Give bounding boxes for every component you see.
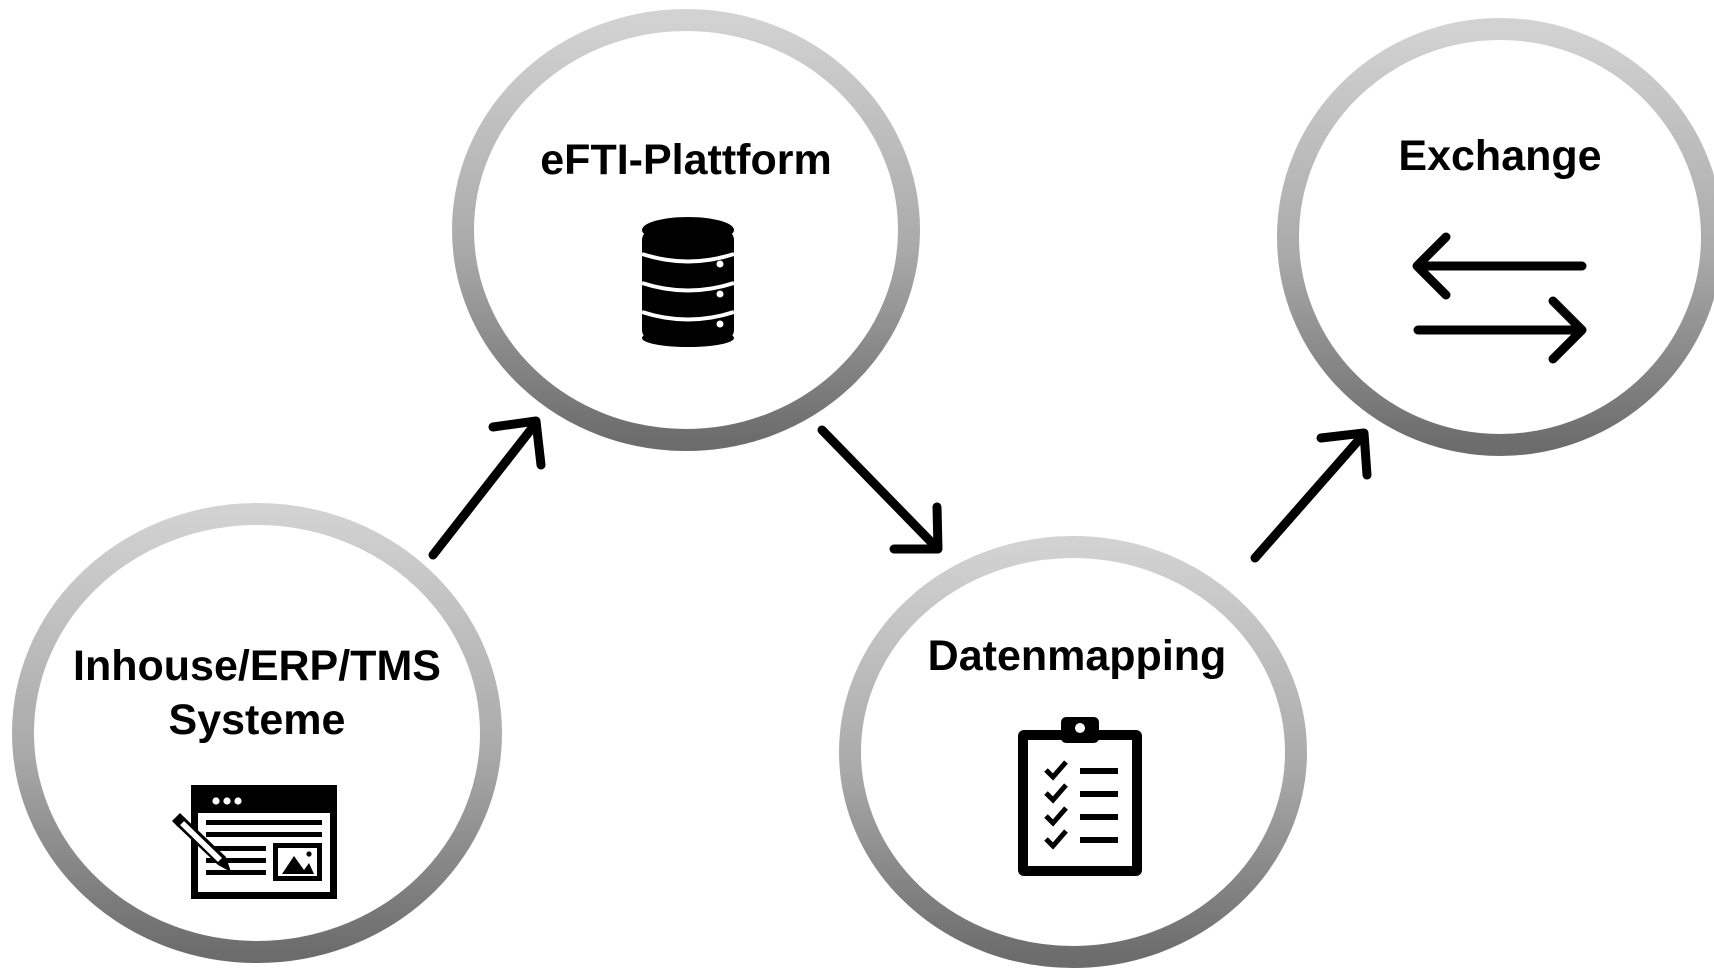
node-label-line1: Inhouse/ERP/TMS xyxy=(73,642,441,690)
clipboard-checklist-icon xyxy=(1018,717,1142,876)
node-ring xyxy=(12,503,502,963)
node-label: Exchange xyxy=(1398,132,1601,180)
node-inhouse-systems: Inhouse/ERP/TMS Systeme xyxy=(12,503,502,963)
edge-platform-to-mapping xyxy=(817,425,943,554)
node-datenmapping: Datenmapping xyxy=(839,536,1307,968)
node-ring xyxy=(1277,18,1714,456)
edge-inhouse-to-platform xyxy=(428,416,546,560)
node-exchange: Exchange xyxy=(1277,18,1714,456)
edge-mapping-to-exchange xyxy=(1250,428,1372,563)
node-efti-platform: eFTI-Plattform xyxy=(452,9,920,451)
node-label: Datenmapping xyxy=(928,632,1227,680)
database-icon xyxy=(641,217,735,347)
exchange-arrows-icon xyxy=(1412,232,1587,364)
node-label: eFTI-Plattform xyxy=(540,136,831,184)
node-label-line2: Systeme xyxy=(169,696,346,744)
browser-edit-icon xyxy=(172,785,337,899)
